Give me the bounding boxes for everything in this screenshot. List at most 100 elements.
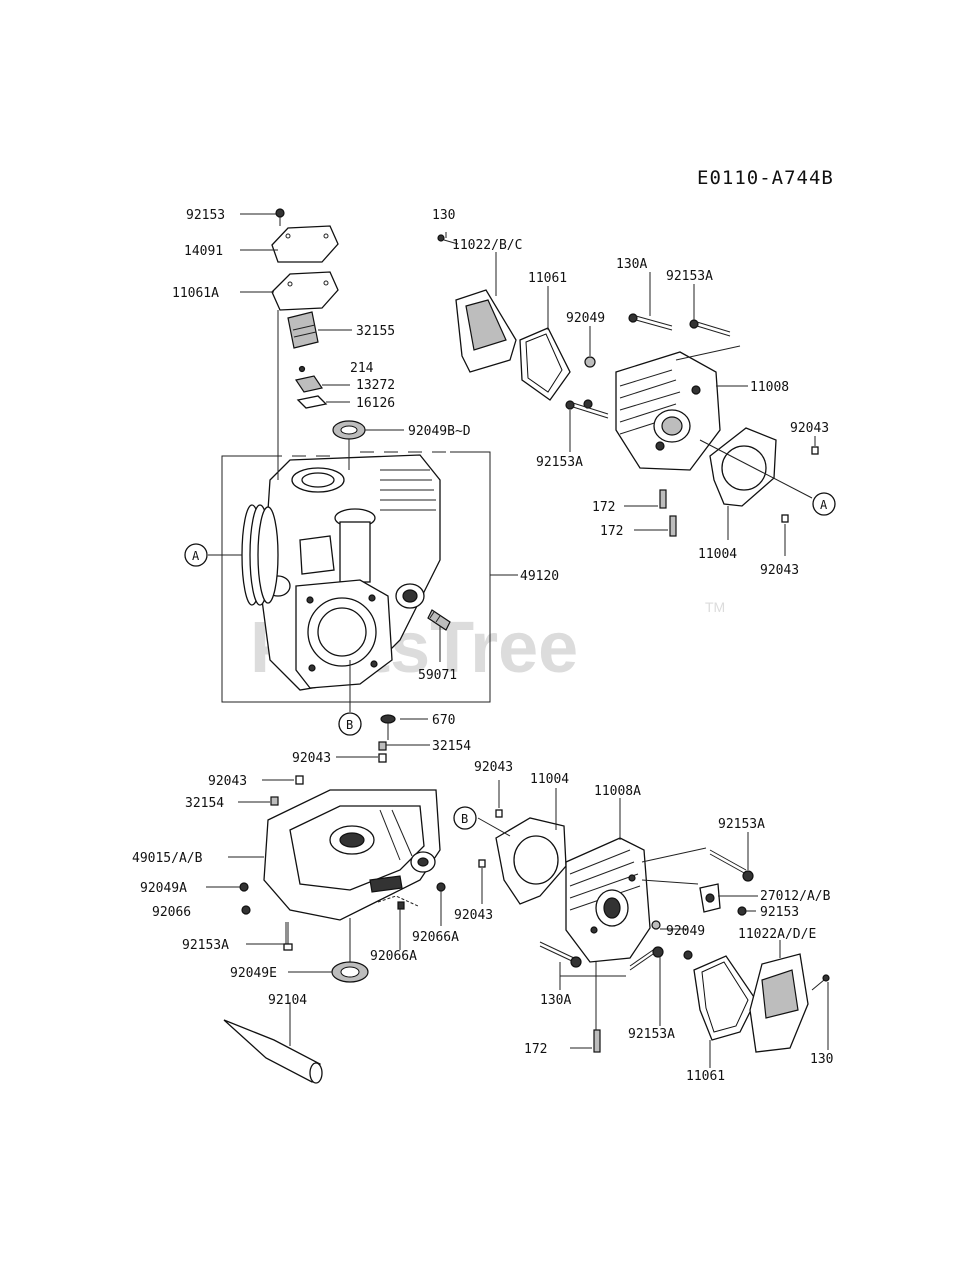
label-11004-a: 11004 (698, 547, 737, 562)
label-92043-f: 92043 (454, 908, 493, 923)
dowel-92043-d[interactable] (781, 514, 789, 523)
svg-text:A: A (192, 549, 200, 563)
label-92049BD: 92049B~D (408, 424, 471, 439)
label-16126: 16126 (356, 396, 395, 411)
label-172-a: 172 (592, 500, 615, 515)
crankcase-cover-group (206, 741, 446, 1084)
seal-92049-b[interactable] (651, 920, 661, 930)
rocker-cover-11022ADE[interactable] (749, 953, 809, 1053)
dowel-92043-e[interactable] (495, 809, 503, 818)
label-92043-b: 92043 (208, 774, 247, 789)
svg-text:B: B (461, 812, 468, 826)
label-11061-a: 11061 (528, 271, 567, 286)
label-130-a: 130 (432, 208, 455, 223)
breather-cover-14091[interactable] (271, 225, 339, 263)
callout-b-center: B (338, 712, 362, 736)
label-49015: 49015/A/B (132, 851, 203, 866)
cylinder-head-11008A[interactable] (565, 837, 651, 963)
label-92049E: 92049E (230, 966, 277, 981)
label-670: 670 (432, 713, 455, 728)
label-59071: 59071 (418, 668, 457, 683)
diagram-code: E0110-A744B (697, 167, 834, 189)
callout-b-right: B (453, 806, 477, 830)
label-11022ADE: 11022A/D/E (738, 927, 816, 942)
label-92153A-d: 92153A (718, 817, 765, 832)
label-14091: 14091 (184, 244, 223, 259)
plate-16126[interactable] (296, 395, 328, 409)
bolt-92153A-bottom[interactable] (629, 946, 664, 971)
plug-92066A-b[interactable] (436, 882, 446, 892)
oil-seal-92049E[interactable] (331, 961, 369, 983)
label-32154-b: 32154 (185, 796, 224, 811)
washer-670[interactable] (380, 714, 396, 724)
bolt-92153A-top[interactable] (689, 319, 731, 337)
label-11061-b: 11061 (686, 1069, 725, 1084)
svg-text:B: B (346, 718, 353, 732)
label-172-c: 172 (524, 1042, 547, 1057)
pin-32154-a[interactable] (378, 741, 387, 751)
callout-a-left: A (184, 543, 208, 567)
bolt-130-top[interactable] (437, 234, 459, 245)
label-92104: 92104 (268, 993, 307, 1008)
bolt-92153A-mid[interactable] (565, 400, 609, 419)
rocker-cover-11022BC[interactable] (455, 289, 517, 373)
label-92049-b: 92049 (666, 924, 705, 939)
cylinder-head-11008[interactable] (615, 351, 721, 471)
callout-a-right: A (812, 492, 836, 516)
head-gasket-11004-bottom[interactable] (495, 817, 567, 905)
plug-92066[interactable] (241, 905, 251, 915)
label-92153A-b: 92153A (666, 269, 713, 284)
label-49120: 49120 (520, 569, 559, 584)
dowel-92043-c[interactable] (811, 446, 819, 455)
gasket-11061A[interactable] (271, 271, 339, 311)
crankcase-group (208, 208, 518, 740)
label-92153A-c: 92153A (536, 455, 583, 470)
breather-element-32155[interactable] (287, 311, 319, 349)
plug-59071[interactable] (427, 609, 451, 631)
stud-172-c[interactable] (593, 1029, 601, 1053)
crankcase-cover-49015[interactable] (263, 789, 441, 921)
seal-92049-top[interactable] (584, 356, 596, 368)
pin-32154-b[interactable] (270, 796, 279, 806)
label-11008A: 11008A (594, 784, 641, 799)
watermark-tm: TM (705, 599, 725, 615)
bolt-130-bottom[interactable] (811, 974, 830, 991)
bolt-130A-bottom[interactable] (539, 941, 582, 968)
label-92049-a: 92049 (566, 311, 605, 326)
dowel-92043-f[interactable] (478, 859, 486, 868)
gasket-11061-top[interactable] (519, 327, 571, 401)
bracket-27012[interactable] (699, 883, 721, 913)
pin-92043-b[interactable] (295, 775, 304, 785)
label-92043-c: 92043 (790, 421, 829, 436)
label-92153-b: 92153 (760, 905, 799, 920)
bolt-92049A[interactable] (239, 882, 249, 892)
bolt-92153A-left[interactable] (283, 922, 293, 951)
label-32154-a: 32154 (432, 739, 471, 754)
label-32155: 32155 (356, 324, 395, 339)
sealant-tube-92104[interactable] (223, 1019, 323, 1084)
label-92043-d: 92043 (760, 563, 799, 578)
head-2-group (477, 780, 830, 1068)
svg-text:A: A (820, 498, 828, 512)
label-13272: 13272 (356, 378, 395, 393)
label-11004-b: 11004 (530, 772, 569, 787)
pin-92043-a[interactable] (378, 753, 387, 763)
label-11061A: 11061A (172, 286, 219, 301)
label-130A-b: 130A (540, 993, 571, 1008)
label-92066A-a: 92066A (370, 949, 417, 964)
stud-172-b[interactable] (669, 515, 677, 537)
crankcase-49120[interactable] (261, 454, 441, 691)
label-214: 214 (350, 361, 374, 376)
label-92043-a: 92043 (292, 751, 331, 766)
stud-172-a[interactable] (659, 489, 667, 509)
label-92043-e: 92043 (474, 760, 513, 775)
label-92066A-b: 92066A (412, 930, 459, 945)
bolt-130A-top[interactable] (628, 313, 673, 331)
bolt-92153-top[interactable] (275, 208, 285, 226)
bolt-92153A-right[interactable] (709, 849, 754, 882)
plug-92066A-a[interactable] (397, 901, 405, 910)
head-gasket-11004-top[interactable] (709, 427, 777, 507)
screw-214[interactable] (298, 365, 306, 373)
label-11008: 11008 (750, 380, 789, 395)
plate-13272[interactable] (295, 375, 323, 393)
